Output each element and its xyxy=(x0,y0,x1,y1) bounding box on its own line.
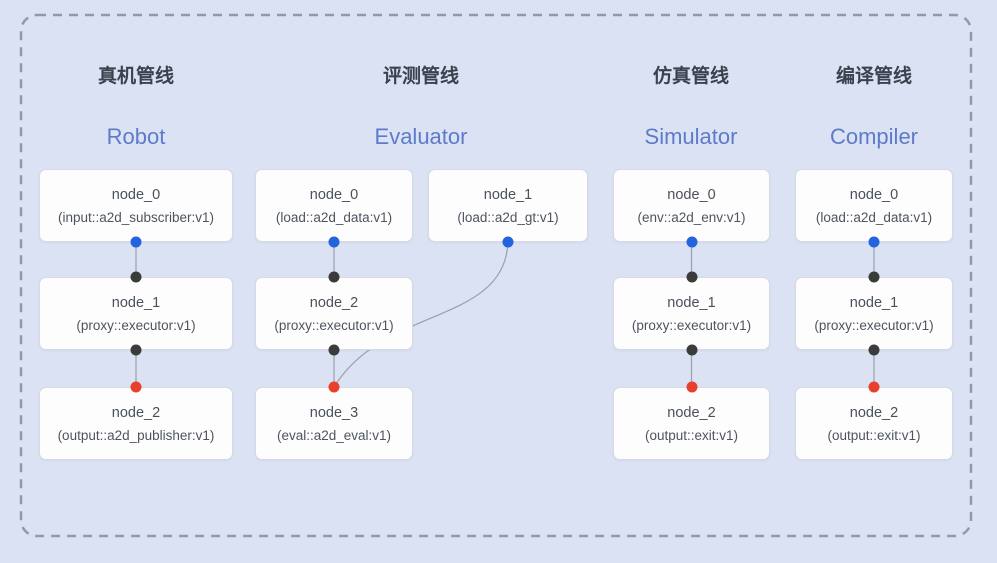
node-type: (eval::a2d_eval:v1) xyxy=(276,427,392,443)
node-type: (output::a2d_publisher:v1) xyxy=(57,427,215,443)
node-type: (proxy::executor:v1) xyxy=(631,317,752,333)
node-box-evaluator-node0[interactable]: node_0 (load::a2d_data:v1) xyxy=(255,169,413,242)
output-port-dot-dark xyxy=(868,344,880,356)
node-type: (load::a2d_gt:v1) xyxy=(457,209,559,225)
node-box-simulator-node2[interactable]: node_2 (output::exit:v1) xyxy=(613,387,770,460)
node-box-robot-node1[interactable]: node_1 (proxy::executor:v1) xyxy=(39,277,233,350)
node-type: (input::a2d_subscriber:v1) xyxy=(57,209,215,225)
output-port-dot-dark xyxy=(130,344,142,356)
node-box-simulator-node0[interactable]: node_0 (env::a2d_env:v1) xyxy=(613,169,770,242)
node-box-evaluator-node1[interactable]: node_1 (load::a2d_gt:v1) xyxy=(428,169,588,242)
node-box-robot-node0[interactable]: node_0 (input::a2d_subscriber:v1) xyxy=(39,169,233,242)
pipeline-title-en-robot: Robot xyxy=(106,124,166,149)
output-port-dot-blue xyxy=(686,236,697,248)
output-port-dot-dark xyxy=(328,344,340,356)
node-type: (proxy::executor:v1) xyxy=(814,317,934,333)
input-port-dot-dark xyxy=(868,271,880,283)
node-box-simulator-node1[interactable]: node_1 (proxy::executor:v1) xyxy=(613,277,770,350)
output-port-dot-blue xyxy=(130,236,142,248)
node-box-evaluator-node3[interactable]: node_3 (eval::a2d_eval:v1) xyxy=(255,387,413,460)
node-type: (env::a2d_env:v1) xyxy=(637,209,746,225)
node-type: (proxy::executor:v1) xyxy=(76,317,196,333)
node-type: (load::a2d_data:v1) xyxy=(815,209,933,225)
node-box-evaluator-node2[interactable]: node_2 (proxy::executor:v1) xyxy=(255,277,413,350)
node-type: (proxy::executor:v1) xyxy=(274,317,394,333)
pipeline-title-zh-robot: 真机管线 xyxy=(97,66,175,87)
node-box-compiler-node0[interactable]: node_0 (load::a2d_data:v1) xyxy=(795,169,953,242)
pipeline-title-zh-evaluator: 评测管线 xyxy=(382,66,460,87)
pipeline-title-en-compiler: Compiler xyxy=(829,124,919,149)
output-port-dot-blue xyxy=(328,236,340,248)
pipeline-title-zh-simulator: 仿真管线 xyxy=(652,66,730,87)
input-port-dot-dark xyxy=(328,271,340,283)
input-port-dot-dark xyxy=(130,271,142,283)
node-name: node_0 xyxy=(849,186,899,203)
node-name: node_2 xyxy=(667,404,716,421)
input-port-dot-red xyxy=(130,381,142,393)
pipeline-title-en-simulator: Simulator xyxy=(644,124,738,149)
node-type: (output::exit:v1) xyxy=(827,427,921,443)
node-name: node_2 xyxy=(111,404,161,421)
node-name: node_1 xyxy=(483,186,533,203)
node-name: node_1 xyxy=(667,294,716,311)
output-port-dot-dark xyxy=(686,344,697,356)
node-name: node_0 xyxy=(111,186,161,203)
node-name: node_0 xyxy=(309,186,359,203)
pipeline-title-en-evaluator: Evaluator xyxy=(374,124,468,149)
input-port-dot-red xyxy=(686,381,697,393)
node-name: node_0 xyxy=(667,186,716,203)
node-name: node_2 xyxy=(849,404,899,421)
node-name: node_1 xyxy=(111,294,161,311)
node-name: node_2 xyxy=(309,294,359,311)
pipeline-title-zh-compiler: 编译管线 xyxy=(835,66,913,87)
output-port-dot-blue xyxy=(502,236,514,248)
input-port-dot-red xyxy=(868,381,880,393)
node-name: node_3 xyxy=(309,404,359,421)
input-port-dot-dark xyxy=(686,271,697,283)
node-type: (output::exit:v1) xyxy=(644,427,739,443)
output-port-dot-blue xyxy=(868,236,880,248)
node-box-compiler-node1[interactable]: node_1 (proxy::executor:v1) xyxy=(795,277,953,350)
node-box-robot-node2[interactable]: node_2 (output::a2d_publisher:v1) xyxy=(39,387,233,460)
node-box-compiler-node2[interactable]: node_2 (output::exit:v1) xyxy=(795,387,953,460)
node-type: (load::a2d_data:v1) xyxy=(275,209,393,225)
node-name: node_1 xyxy=(849,294,899,311)
input-port-dot-red xyxy=(328,381,340,393)
